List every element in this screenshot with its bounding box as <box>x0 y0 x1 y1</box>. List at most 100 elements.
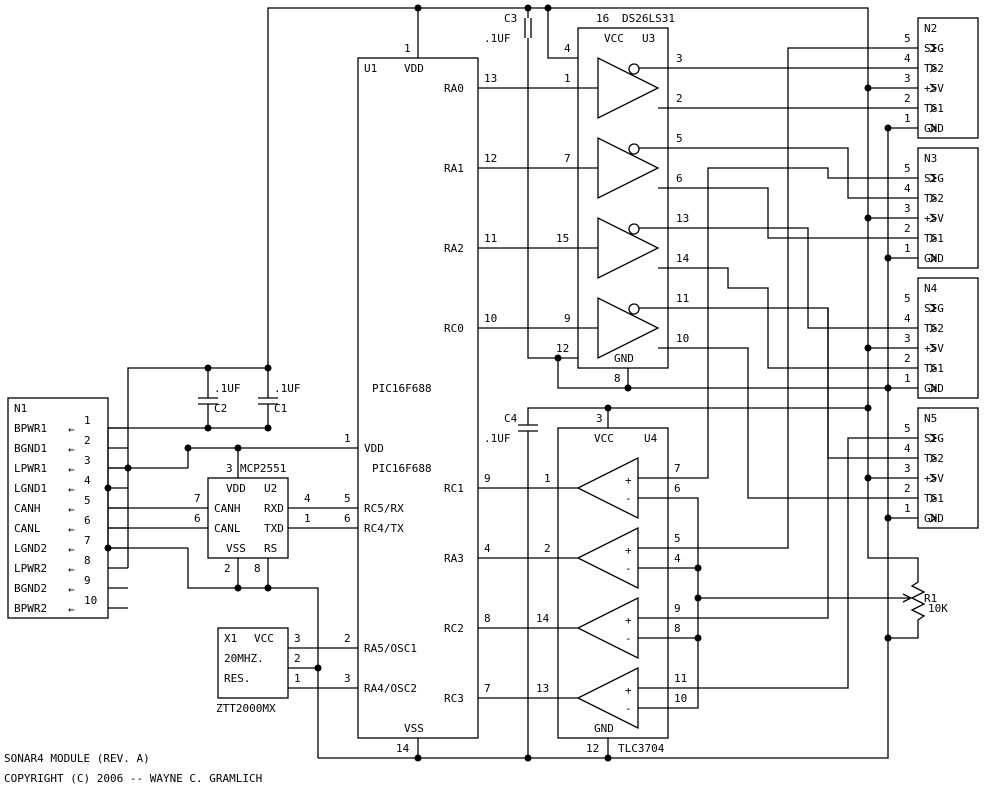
sonar-pin-num: 5 <box>904 32 911 45</box>
u2-ref: U2 <box>264 482 277 495</box>
u3-vcc-pin: 16 <box>596 12 609 25</box>
c1-ref: C1 <box>274 402 287 415</box>
u1-body <box>357 57 479 739</box>
u2-canh: CANH <box>214 502 241 515</box>
sonar-connector-ref: N3 <box>924 152 937 165</box>
u4-pin: 4 <box>674 552 681 565</box>
svg-text:+: + <box>625 684 632 697</box>
n1-pin-num: 7 <box>84 534 91 547</box>
svg-text:+: + <box>625 614 632 627</box>
u3-pin: 9 <box>564 312 571 325</box>
x1-labels: X1 VCC 20MHZ. RES. 3 2 1 ZTT2000MX <box>216 632 301 715</box>
driver-2-bubble <box>628 143 640 155</box>
title-line-2: COPYRIGHT (C) 2006 -- WAYNE C. GRAMLICH <box>4 772 262 785</box>
n1-pin-num: 2 <box>84 434 91 447</box>
sonar-pin-num: 2 <box>904 482 911 495</box>
passive-labels: .1UF C1 .1UF C2 C3 .1UF C4 .1UF R1 10K <box>214 12 948 615</box>
u3-pin: 2 <box>676 92 683 105</box>
u1-right-label: RC2 <box>444 622 464 635</box>
driver-1-bubble <box>628 63 640 75</box>
u2-txd-pin: 1 <box>304 512 311 525</box>
u1-right-num: 9 <box>484 472 491 485</box>
n1-pin-label: LPWR1 <box>14 462 47 475</box>
sonar-pin-num: 1 <box>904 502 911 515</box>
u4-pin: 2 <box>544 542 551 555</box>
u4-pin: 13 <box>536 682 549 695</box>
n1-arrow-icon: ← <box>68 523 75 536</box>
n1-pin-label: BPWR2 <box>14 602 47 615</box>
pin-arrow-icon <box>929 363 938 373</box>
u4-pin: 7 <box>674 462 681 475</box>
comparator-3 <box>576 596 639 660</box>
u3-part: DS26LS31 <box>622 12 675 25</box>
n1-pin-label: LGND2 <box>14 542 47 555</box>
c2-value: .1UF <box>214 382 241 395</box>
n1-pin-label: BPWR1 <box>14 422 47 435</box>
u2-part: MCP2551 <box>240 462 286 475</box>
u3-pin: 5 <box>676 132 683 145</box>
x1-part: ZTT2000MX <box>216 702 276 715</box>
driver-1 <box>597 56 660 120</box>
n1-pin-num: 8 <box>84 554 91 567</box>
u1-right-num: 4 <box>484 542 491 555</box>
u4-vcc: VCC <box>594 432 614 445</box>
u2-rs: RS <box>264 542 277 555</box>
u1-left-num: 6 <box>344 512 351 525</box>
svg-text:-: - <box>625 562 632 575</box>
pin-arrow-icon <box>929 213 938 223</box>
u2-canh-pin: 7 <box>194 492 201 505</box>
u1-left-label: RA4/OSC2 <box>364 682 417 695</box>
sonar-pin-num: 2 <box>904 222 911 235</box>
junctions <box>104 4 892 762</box>
pin-arrow-icon <box>929 123 938 133</box>
sonar-pin-num: 1 <box>904 242 911 255</box>
sonar-pin-label: GND <box>924 252 944 265</box>
svg-text:-: - <box>625 492 632 505</box>
passives <box>198 18 926 624</box>
sonar-pin-label: GND <box>924 512 944 525</box>
c4-value: .1UF <box>484 432 511 445</box>
sonar-pin-label: TG1 <box>924 102 944 115</box>
pin-arrow-icon <box>929 513 938 523</box>
x1-freq: 20MHZ. <box>224 652 264 665</box>
sonar-pin-num: 1 <box>904 372 911 385</box>
pin-arrow-icon <box>929 493 938 503</box>
u1-right-num: 8 <box>484 612 491 625</box>
x1-res: RES. <box>224 672 251 685</box>
svg-text:+: + <box>625 544 632 557</box>
svg-text:-: - <box>625 702 632 715</box>
u3-pin: 13 <box>676 212 689 225</box>
u1-right-num: 12 <box>484 152 497 165</box>
comparator-4 <box>576 666 639 730</box>
u3-pin: 11 <box>676 292 689 305</box>
u4-pin: 14 <box>536 612 550 625</box>
sonar-pin-num: 5 <box>904 162 911 175</box>
u3-pin: 14 <box>676 252 690 265</box>
sonar-pin-num: 2 <box>904 92 911 105</box>
u4-gnd-pin: 12 <box>586 742 599 755</box>
n1-pin-label: CANH <box>14 502 41 515</box>
pin-arrow-icon <box>929 173 938 183</box>
u3-ref: U3 <box>642 32 655 45</box>
sonar-pin-label: GND <box>924 122 944 135</box>
n1-pin-num: 9 <box>84 574 91 587</box>
u4-pin: 9 <box>674 602 681 615</box>
u4-pin: 1 <box>544 472 551 485</box>
u1-right-label: RC0 <box>444 322 464 335</box>
u3-drivers <box>597 56 660 360</box>
c4-ref: C4 <box>504 412 518 425</box>
u4-ref: U4 <box>644 432 658 445</box>
svg-text:+: + <box>625 474 632 487</box>
n1-pin-num: 10 <box>84 594 97 607</box>
n1-pin-num: 5 <box>84 494 91 507</box>
u4-pin: 8 <box>674 622 681 635</box>
n1-pin-label: BGND2 <box>14 582 47 595</box>
n1-pin-num: 3 <box>84 454 91 467</box>
pin-arrow-icon <box>929 63 938 73</box>
sonar-pin-label: SIG <box>924 172 944 185</box>
n1-pin-label: LPWR2 <box>14 562 47 575</box>
u3-vcc: VCC <box>604 32 624 45</box>
x1-pin: 1 <box>294 672 301 685</box>
u1-left-label: RA5/OSC1 <box>364 642 417 655</box>
